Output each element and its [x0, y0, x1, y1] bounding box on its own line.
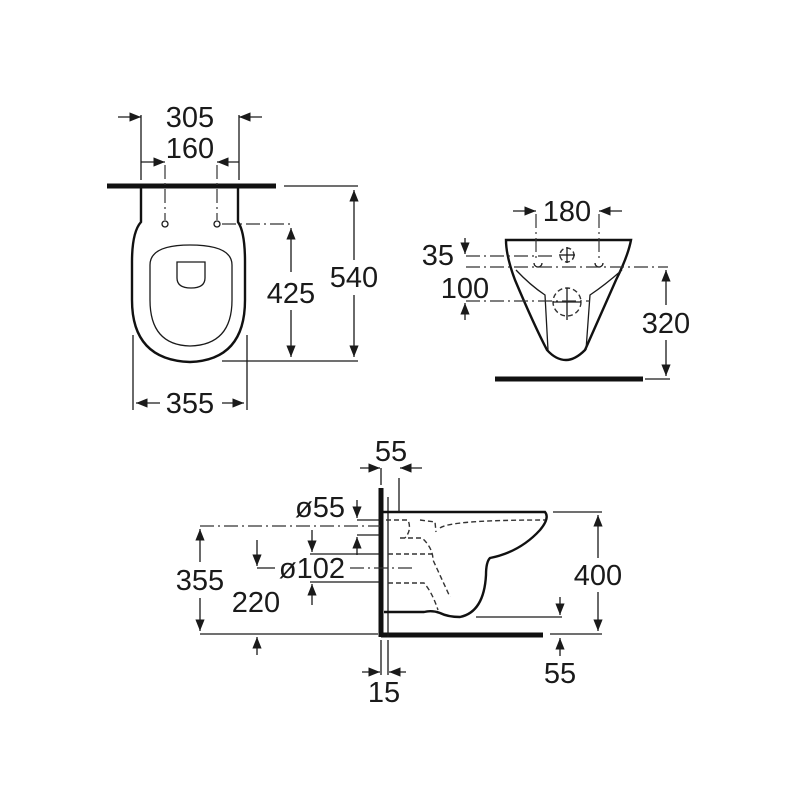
dim-floor-clearance: 55 — [544, 658, 576, 690]
dim-wall-offset: 15 — [368, 677, 400, 709]
dim-bowl-width: 355 — [166, 388, 214, 420]
seat-lid-hinge — [176, 261, 206, 289]
toilet-bowl-outline-top — [130, 188, 247, 364]
dim-holes-to-outlet: 100 — [441, 273, 489, 305]
fixing-hole-right — [213, 220, 221, 228]
dim-inlet-diameter: ø55 — [295, 492, 345, 524]
dim-inlet-projection: 55 — [375, 436, 407, 468]
dim-hole-to-front: 425 — [267, 278, 315, 310]
dim-outlet-diameter: ø102 — [279, 553, 345, 585]
dim-top-to-holes: 35 — [422, 240, 454, 272]
dim-projection: 540 — [330, 262, 378, 294]
seat-opening — [149, 244, 233, 347]
dim-holes-to-floor: 320 — [642, 308, 690, 340]
dim-outlet-height: 220 — [232, 587, 280, 619]
dim-inlet-height: 355 — [176, 565, 224, 597]
toilet-outline-rear — [504, 238, 633, 362]
fixing-hole-left — [161, 220, 169, 228]
rear-view: 180 35 100 320 — [422, 196, 690, 382]
dim-overall-width-top: 305 — [166, 102, 214, 134]
side-view: 55 ø55 ø102 355 220 400 — [176, 436, 622, 709]
dim-fixing-hole-spacing: 160 — [166, 133, 214, 165]
dim-fixing-spacing: 180 — [543, 196, 591, 228]
toilet-outline-side — [383, 510, 548, 619]
dim-rim-height: 400 — [574, 560, 622, 592]
top-view: 305 160 540 425 355 — [107, 102, 378, 420]
